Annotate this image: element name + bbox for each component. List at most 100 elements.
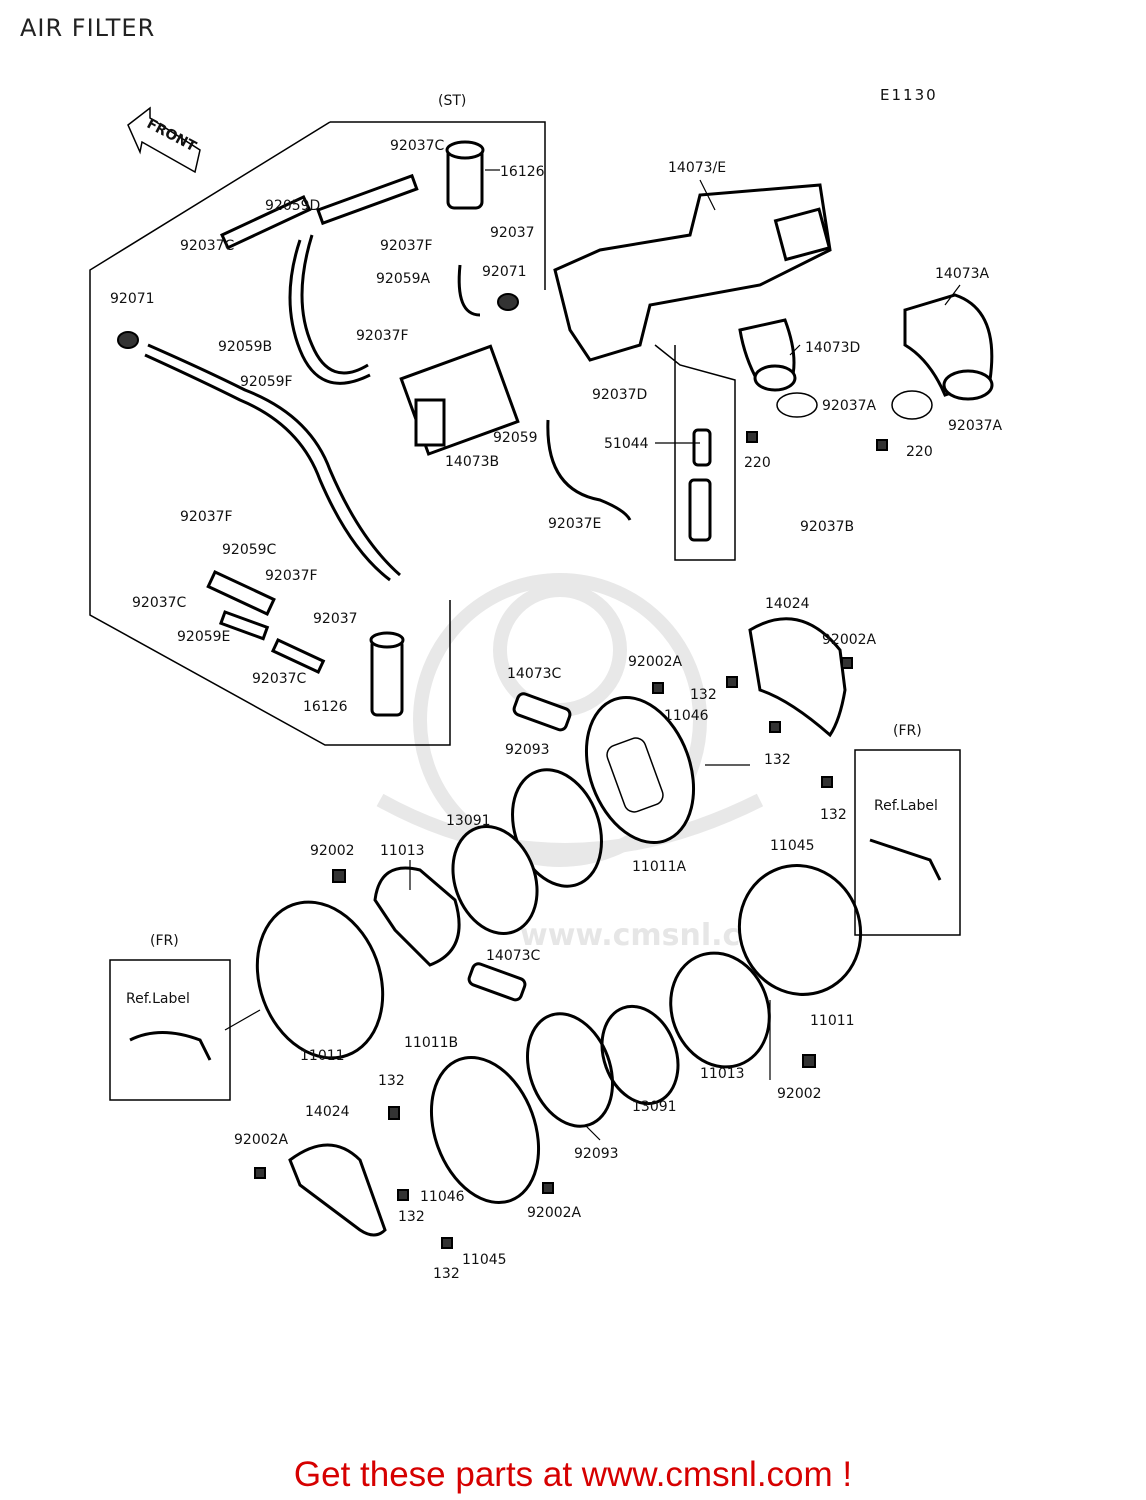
part-label: 92037D (592, 387, 647, 403)
part-label: 92037C (180, 238, 235, 254)
part-label: 13091 (446, 813, 491, 829)
st-group-box: (ST) (89, 93, 546, 746)
part-label: 92002A (527, 1205, 582, 1221)
spacers-14073C (467, 692, 572, 1002)
vacuum-valve-bottom (369, 631, 405, 717)
part-label: 92059F (240, 374, 293, 390)
part-label: 16126 (303, 699, 348, 715)
footer-link-text[interactable]: Get these parts at www.cmsnl.com ! (293, 1455, 853, 1494)
boot-14073A (903, 293, 994, 401)
svg-text:FRONT: FRONT (144, 116, 199, 155)
part-label: 11013 (380, 843, 425, 859)
part-label: 11045 (770, 838, 815, 854)
part-label: 11011B (404, 1035, 458, 1051)
part-label: 14073C (486, 948, 541, 964)
part-label: 92071 (110, 291, 155, 307)
part-label: 16126 (500, 164, 545, 180)
part-label: 220 (906, 444, 933, 460)
part-label: 92037C (390, 138, 445, 154)
part-label: 92037C (252, 671, 307, 687)
part-label: 92059D (265, 198, 320, 214)
part-label: 132 (433, 1266, 460, 1282)
part-label: 92037F (356, 328, 409, 344)
fr-right-label: (FR) (893, 723, 922, 739)
part-label: 132 (820, 807, 847, 823)
part-label: 11046 (420, 1189, 465, 1205)
boot-14073D (738, 318, 797, 392)
clamp-92037A-right (891, 390, 933, 420)
part-label: 92037F (380, 238, 433, 254)
grommet-92071b (497, 293, 519, 311)
fr-ref-box-left: (FR) Ref.Label (109, 933, 231, 1101)
part-label: 92037F (265, 568, 318, 584)
grommet-92071 (117, 331, 139, 349)
part-label: 51044 (604, 436, 649, 452)
filter-element-11013-right (373, 866, 461, 967)
part-label: 92002A (822, 632, 877, 648)
part-label: 92093 (574, 1146, 619, 1162)
filter-frame-13091-right (451, 825, 539, 935)
gasket-92093-left (525, 1012, 615, 1128)
part-label: 11011A (632, 859, 687, 875)
ref-label-left: Ref.Label (126, 991, 190, 1007)
fr-ref-box-right: (FR) Ref.Label (854, 723, 961, 936)
filter-frame-13091-left (600, 1004, 680, 1106)
part-label: 14073B (445, 454, 499, 470)
part-label: 92059 (493, 430, 538, 446)
part-label: 132 (398, 1209, 425, 1225)
fr-left-label: (FR) (150, 933, 179, 949)
part-label: 92037B (800, 519, 854, 535)
filter-element-11013-left (669, 951, 771, 1069)
part-label: 92059A (376, 271, 431, 287)
left-base-11011B (429, 1055, 541, 1205)
part-label: 11045 (462, 1252, 507, 1268)
part-label: 132 (378, 1073, 405, 1089)
left-cover-14024 (288, 1143, 387, 1237)
part-label: 92037A (822, 398, 877, 414)
page-title: AIR FILTER (20, 14, 156, 42)
part-label: 92002 (777, 1086, 822, 1102)
part-label: 92059E (177, 629, 230, 645)
part-label: 14024 (765, 596, 810, 612)
part-label: 220 (744, 455, 771, 471)
part-label: 92037F (180, 509, 233, 525)
housing-11011-right-outer (737, 864, 863, 996)
part-label: 92037A (948, 418, 1003, 434)
housing-11011-left-outer (255, 900, 385, 1060)
part-label: 14073D (805, 340, 860, 356)
part-label: 92002A (234, 1132, 289, 1148)
part-label: 11013 (700, 1066, 745, 1082)
part-label: 11011 (810, 1013, 855, 1029)
part-label: 13091 (632, 1099, 677, 1115)
part-label: 92037 (313, 611, 358, 627)
clamp-92037A-left (776, 392, 818, 418)
part-label: 11046 (664, 708, 709, 724)
part-label: 92037E (548, 516, 601, 532)
vacuum-valve-top (445, 140, 485, 210)
ref-label-right: Ref.Label (874, 798, 938, 814)
st-group-label: (ST) (438, 93, 466, 109)
part-label: 92037 (490, 225, 535, 241)
part-label: 92059B (218, 339, 272, 355)
part-label: 14073C (507, 666, 562, 682)
diagram-code: E1130 (880, 86, 938, 104)
leader-lines (224, 169, 961, 1141)
part-label: 92071 (482, 264, 527, 280)
part-label: 92037C (132, 595, 187, 611)
hose-lines (144, 173, 632, 674)
bolts (254, 431, 888, 1249)
part-label: 92059C (222, 542, 277, 558)
drain-plug-51044 (654, 344, 736, 561)
part-label: 14073A (935, 266, 990, 282)
right-cover-14024 (748, 617, 847, 738)
part-label: 92002 (310, 843, 355, 859)
part-number-labels: 92037C 16126 92059D 92037C 92037F 92037 … (110, 138, 1003, 1282)
part-label: 14073/E (668, 160, 726, 176)
intake-duct (399, 183, 832, 456)
part-label: 132 (690, 687, 717, 703)
part-label: 132 (764, 752, 791, 768)
part-label: 92002A (628, 654, 683, 670)
right-base-11011A (584, 695, 696, 845)
part-label: 92093 (505, 742, 550, 758)
